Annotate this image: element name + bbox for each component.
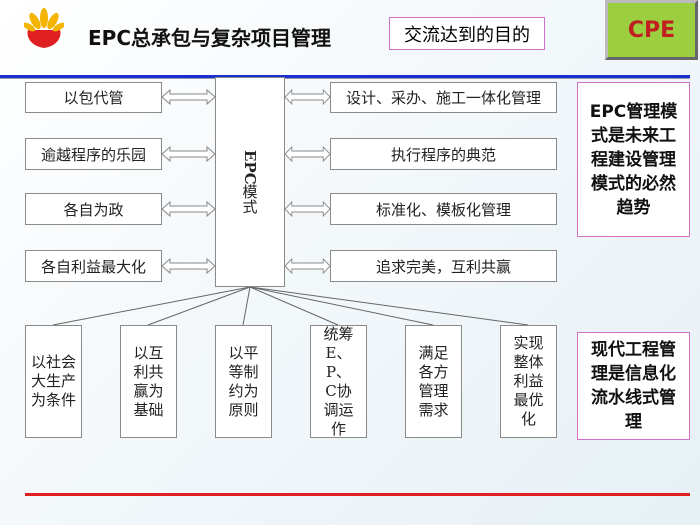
bottom-item: 实现整体利益最优化 <box>500 325 557 438</box>
right-arrows <box>284 89 331 274</box>
epc-label: EPC <box>241 149 259 185</box>
right-item: 执行程序的典范 <box>330 138 557 170</box>
branch-lines <box>52 286 529 326</box>
right-item: 追求完美，互利共赢 <box>330 250 557 282</box>
side-note-modern: 现代工程管理是信息化流水线式管理 <box>577 332 690 440</box>
left-item: 以包代管 <box>25 82 162 113</box>
purpose-box: 交流达到的目的 <box>389 17 545 50</box>
cpe-logo: CPE <box>605 0 698 60</box>
bottom-item: 以社会大生产为条件 <box>25 325 82 438</box>
bottom-item: 以互利共赢为基础 <box>120 325 177 438</box>
footer-divider <box>25 493 690 496</box>
right-item: 设计、采办、施工一体化管理 <box>330 82 557 113</box>
left-item: 各自为政 <box>25 193 162 225</box>
mode-label: 模式 <box>240 184 259 215</box>
epc-mode-box: EPC 模式 <box>215 77 285 287</box>
bottom-item: 以平等制约为原则 <box>215 325 272 438</box>
header-divider <box>0 75 690 79</box>
bottom-item: 统筹E、P、C协调运作 <box>310 325 367 438</box>
side-note-trend: EPC管理模式是未来工程建设管理模式的必然趋势 <box>577 82 690 237</box>
right-item: 标准化、模板化管理 <box>330 193 557 225</box>
left-arrows <box>161 89 216 274</box>
left-item: 各自利益最大化 <box>25 250 162 282</box>
petrochina-logo-icon <box>24 8 64 48</box>
slide-title: EPC总承包与复杂项目管理 <box>88 26 331 50</box>
bottom-item: 满足各方管理需求 <box>405 325 462 438</box>
left-item: 逾越程序的乐园 <box>25 138 162 170</box>
